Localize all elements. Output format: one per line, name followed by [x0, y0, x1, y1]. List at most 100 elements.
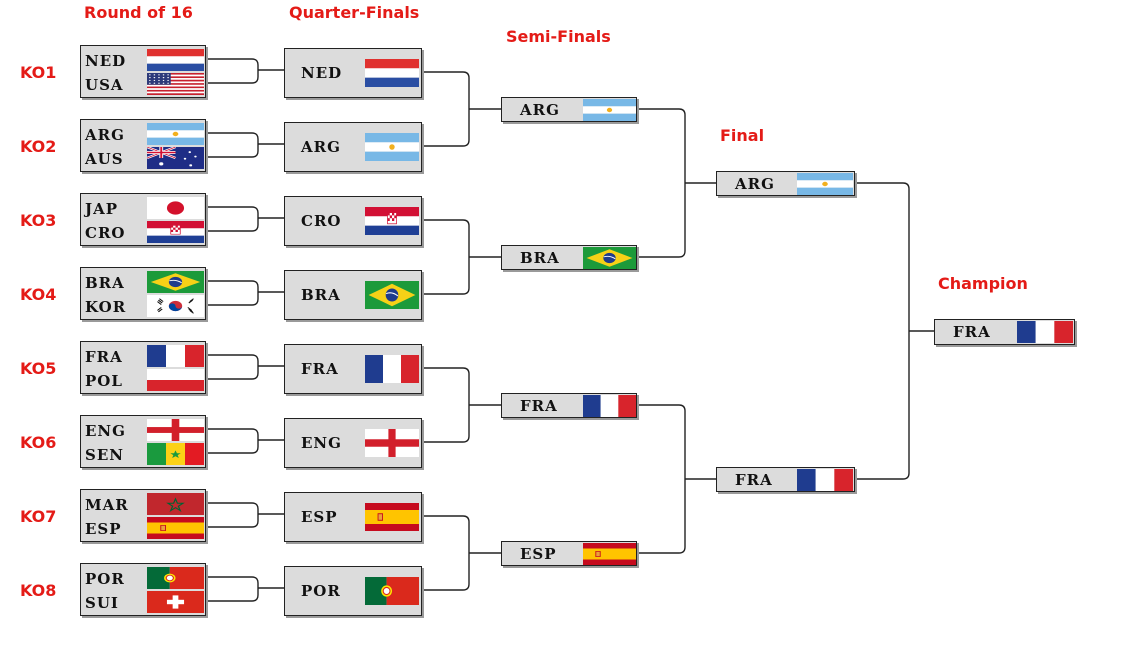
team-box[interactable]: CRO	[284, 196, 422, 246]
argentina-flag-icon	[365, 133, 419, 161]
team-box[interactable]: FRA	[501, 393, 637, 418]
team-code[interactable]: ENG	[85, 422, 126, 440]
brazil-flag-icon	[365, 281, 419, 309]
team-code[interactable]: ESP	[85, 520, 122, 538]
team-code[interactable]: JAP	[85, 200, 119, 218]
portugal-flag-icon	[365, 577, 419, 605]
team-code: FRA	[301, 360, 339, 378]
croatia-flag-icon	[365, 207, 419, 235]
team-code: ARG	[735, 174, 775, 193]
match-box: MAR ESP	[80, 489, 206, 542]
team-code: CRO	[301, 212, 342, 230]
team-code[interactable]: MAR	[85, 496, 129, 514]
team-box[interactable]: FRA	[934, 319, 1075, 345]
round-of-16-heading: Round of 16	[84, 3, 193, 22]
team-box[interactable]: BRA	[284, 270, 422, 320]
team-code: ESP	[520, 544, 557, 563]
brazil-flag-icon	[147, 271, 204, 293]
england-flag-icon	[147, 419, 204, 441]
connector-line	[205, 206, 259, 232]
connector-line	[421, 219, 470, 295]
match-box: JAP CRO	[80, 193, 206, 246]
team-box[interactable]: ARG	[716, 171, 855, 196]
korea-flag-icon	[147, 295, 204, 317]
team-box[interactable]: FRA	[284, 344, 422, 394]
team-code[interactable]: USA	[85, 76, 124, 94]
senegal-flag-icon	[147, 443, 204, 465]
spain-flag-icon	[583, 542, 636, 565]
team-box[interactable]: ARG	[501, 97, 637, 122]
connector-line	[205, 502, 259, 528]
connector-line	[205, 428, 259, 454]
match-box: ARG AUS	[80, 119, 206, 172]
semi-finals-heading: Semi-Finals	[506, 27, 611, 46]
australia-flag-icon	[147, 147, 204, 169]
argentina-flag-icon	[797, 172, 853, 195]
connector-line	[636, 108, 686, 258]
team-code[interactable]: KOR	[85, 298, 127, 316]
ko-label: KO5	[20, 359, 57, 378]
connector-line	[205, 58, 259, 84]
team-box[interactable]: ARG	[284, 122, 422, 172]
team-code: ARG	[520, 100, 560, 119]
connector-line	[421, 71, 470, 147]
team-box[interactable]: ESP	[501, 541, 637, 566]
ko-label: KO3	[20, 211, 57, 230]
france-flag-icon	[797, 468, 853, 491]
portugal-flag-icon	[147, 567, 204, 589]
team-code: BRA	[520, 248, 560, 267]
team-code[interactable]: SUI	[85, 594, 119, 612]
team-code: POR	[301, 582, 341, 600]
team-code: FRA	[520, 396, 558, 415]
ko-label: KO4	[20, 285, 57, 304]
team-code[interactable]: SEN	[85, 446, 124, 464]
netherlands-flag-icon	[147, 49, 204, 71]
team-box[interactable]: ENG	[284, 418, 422, 468]
team-code[interactable]: CRO	[85, 224, 126, 242]
japan-flag-icon	[147, 197, 204, 219]
match-box: ENG SEN	[80, 415, 206, 468]
team-code[interactable]: ARG	[85, 126, 125, 144]
connector-line	[854, 182, 910, 480]
team-code[interactable]: POL	[85, 372, 123, 390]
netherlands-flag-icon	[365, 59, 419, 87]
france-flag-icon	[365, 355, 419, 383]
team-box[interactable]: NED	[284, 48, 422, 98]
morocco-flag-icon	[147, 493, 204, 515]
usa-flag-icon	[147, 73, 204, 95]
poland-flag-icon	[147, 369, 204, 391]
team-code: ENG	[301, 434, 342, 452]
france-flag-icon	[1017, 321, 1073, 343]
team-box[interactable]: BRA	[501, 245, 637, 270]
connector-line	[205, 576, 259, 602]
team-box[interactable]: POR	[284, 566, 422, 616]
team-code[interactable]: FRA	[85, 348, 123, 366]
connector-line	[421, 515, 470, 591]
team-code[interactable]: BRA	[85, 274, 125, 292]
team-code: NED	[301, 64, 343, 82]
ko-label: KO6	[20, 433, 57, 452]
spain-flag-icon	[365, 503, 419, 531]
team-code: BRA	[301, 286, 341, 304]
ko-label: KO1	[20, 63, 57, 82]
team-code[interactable]: POR	[85, 570, 125, 588]
croatia-flag-icon	[147, 221, 204, 243]
team-box[interactable]: ESP	[284, 492, 422, 542]
ko-label: KO2	[20, 137, 57, 156]
connector-line	[205, 354, 259, 380]
team-code: FRA	[735, 470, 773, 489]
team-code[interactable]: NED	[85, 52, 127, 70]
match-box: FRA POL	[80, 341, 206, 394]
match-box: BRA KOR	[80, 267, 206, 320]
argentina-flag-icon	[147, 123, 204, 145]
match-box: NED USA	[80, 45, 206, 98]
argentina-flag-icon	[583, 98, 636, 121]
brazil-flag-icon	[583, 246, 636, 269]
spain-flag-icon	[147, 517, 204, 539]
champion-heading: Champion	[938, 274, 1028, 293]
team-box[interactable]: FRA	[716, 467, 855, 492]
france-flag-icon	[583, 394, 636, 417]
match-box: POR SUI	[80, 563, 206, 616]
team-code[interactable]: AUS	[85, 150, 124, 168]
